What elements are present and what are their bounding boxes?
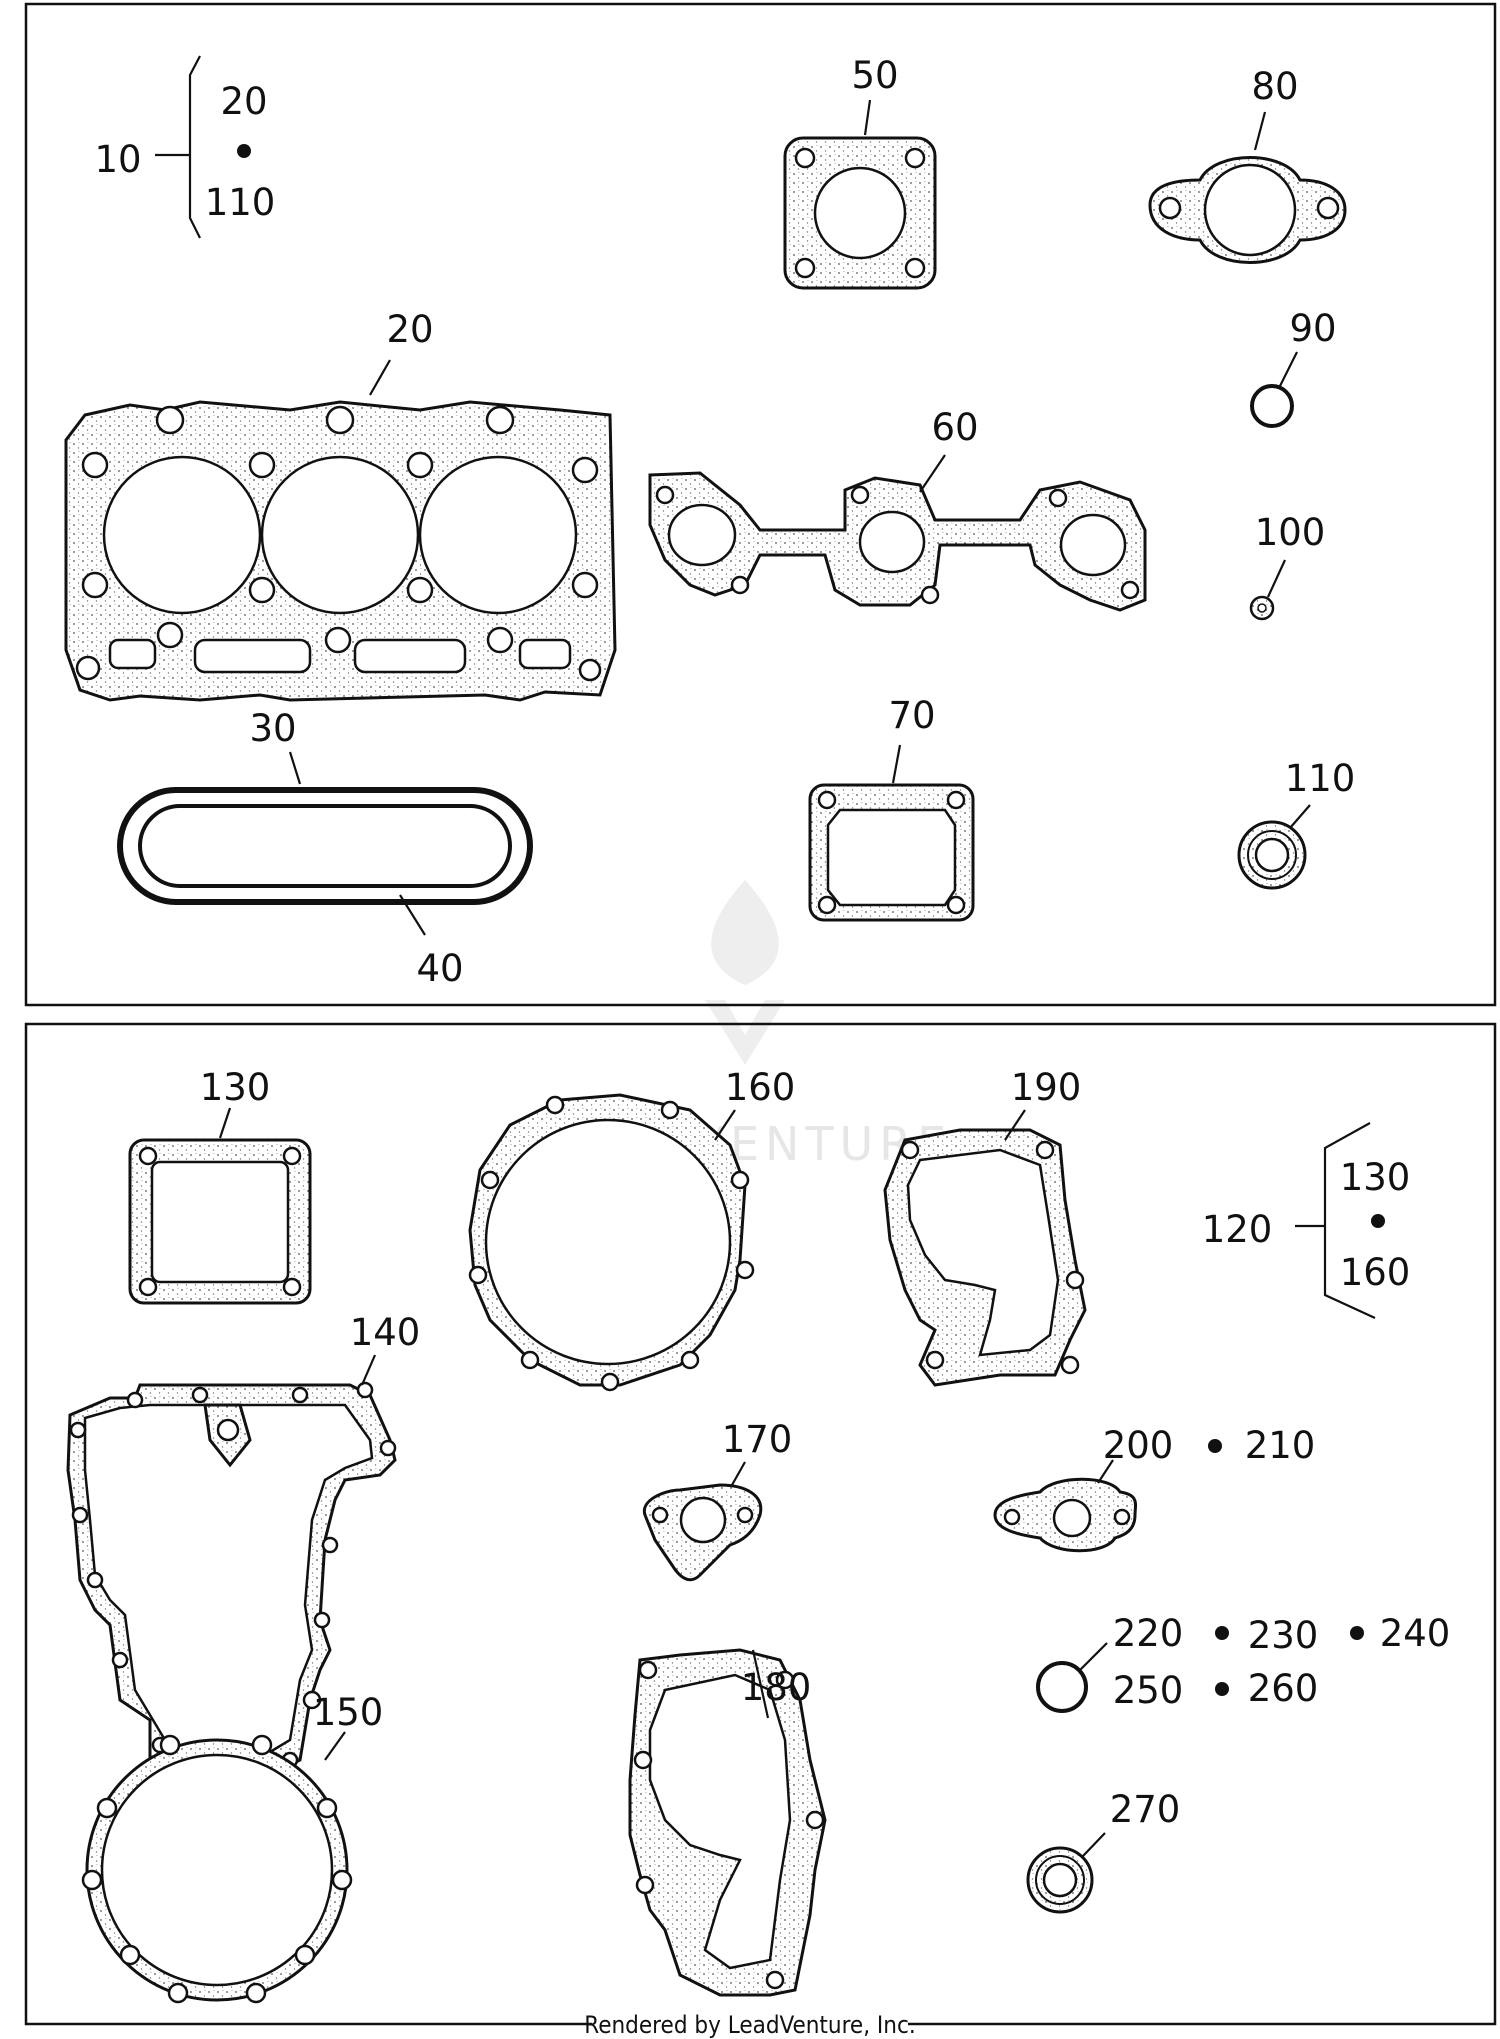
o-ring-220: 220 230 240 250 260 <box>1036 1612 1451 1713</box>
callout-160: 160 <box>725 1066 796 1109</box>
gasket-70: 70 <box>808 694 975 922</box>
upper-panel-frame <box>24 2 1497 1007</box>
gasket-170: 170 <box>642 1418 793 1582</box>
manifold-gasket-60: 60 <box>648 406 1147 612</box>
callout-140: 140 <box>350 1311 421 1354</box>
kit-10-label: 10 <box>94 138 141 181</box>
kit-10-member-20: 20 <box>220 80 267 123</box>
water-pump-gasket-190: 190 <box>883 1066 1087 1387</box>
callout-220: 220 <box>1113 1612 1184 1655</box>
callout-210: 210 <box>1245 1424 1316 1467</box>
callout-250: 250 <box>1113 1669 1184 1712</box>
kit-120-bracket: 130 160 120 <box>1202 1122 1411 1319</box>
ring-gasket-150: 150 <box>81 1691 384 2004</box>
callout-180: 180 <box>741 1666 812 1709</box>
callout-40: 40 <box>416 947 463 990</box>
callout-80: 80 <box>1251 65 1298 108</box>
water-pump-gasket-180: 180 <box>628 1648 827 1997</box>
kit-10-bracket: 20 110 10 <box>94 55 276 239</box>
callout-170: 170 <box>722 1418 793 1461</box>
kit-10-member-110: 110 <box>205 181 276 224</box>
callout-150: 150 <box>313 1691 384 1734</box>
gasket-130: 130 <box>128 1066 312 1305</box>
callout-90: 90 <box>1289 307 1336 350</box>
callout-20: 20 <box>386 308 433 351</box>
gasket-200: 200 210 <box>993 1424 1316 1553</box>
rocker-cover-gasket-30-40: 30 40 <box>117 707 533 990</box>
callout-230: 230 <box>1248 1614 1319 1657</box>
callout-30: 30 <box>249 707 296 750</box>
callout-270: 270 <box>1110 1788 1181 1831</box>
callout-70: 70 <box>888 694 935 737</box>
washer-100: 100 <box>1249 511 1326 621</box>
callout-260: 260 <box>1248 1667 1319 1710</box>
callout-60: 60 <box>931 406 978 449</box>
seal-270: 270 <box>1026 1788 1181 1914</box>
kit-120-label: 120 <box>1202 1208 1273 1251</box>
seal-110: 110 <box>1237 757 1356 890</box>
kit-120-member-130: 130 <box>1340 1156 1411 1199</box>
cylinder-head-gasket-20: 20 <box>64 308 617 702</box>
footer-credit: Rendered by LeadVenture, Inc. <box>584 2011 915 2039</box>
flywheel-housing-gasket-160: 160 <box>468 1066 796 1392</box>
callout-240: 240 <box>1380 1612 1451 1655</box>
callout-200: 200 <box>1103 1424 1174 1467</box>
kit-120-member-160: 160 <box>1340 1251 1411 1294</box>
o-ring-90: 90 <box>1250 307 1337 428</box>
callout-130: 130 <box>200 1066 271 1109</box>
gasket-50: 50 <box>783 54 937 290</box>
callout-110: 110 <box>1285 757 1356 800</box>
callout-50: 50 <box>851 54 898 97</box>
callout-100: 100 <box>1255 511 1326 554</box>
callout-190: 190 <box>1011 1066 1082 1109</box>
gasket-80: 80 <box>1148 65 1347 264</box>
timing-case-gasket-140: 140 <box>66 1311 421 1777</box>
